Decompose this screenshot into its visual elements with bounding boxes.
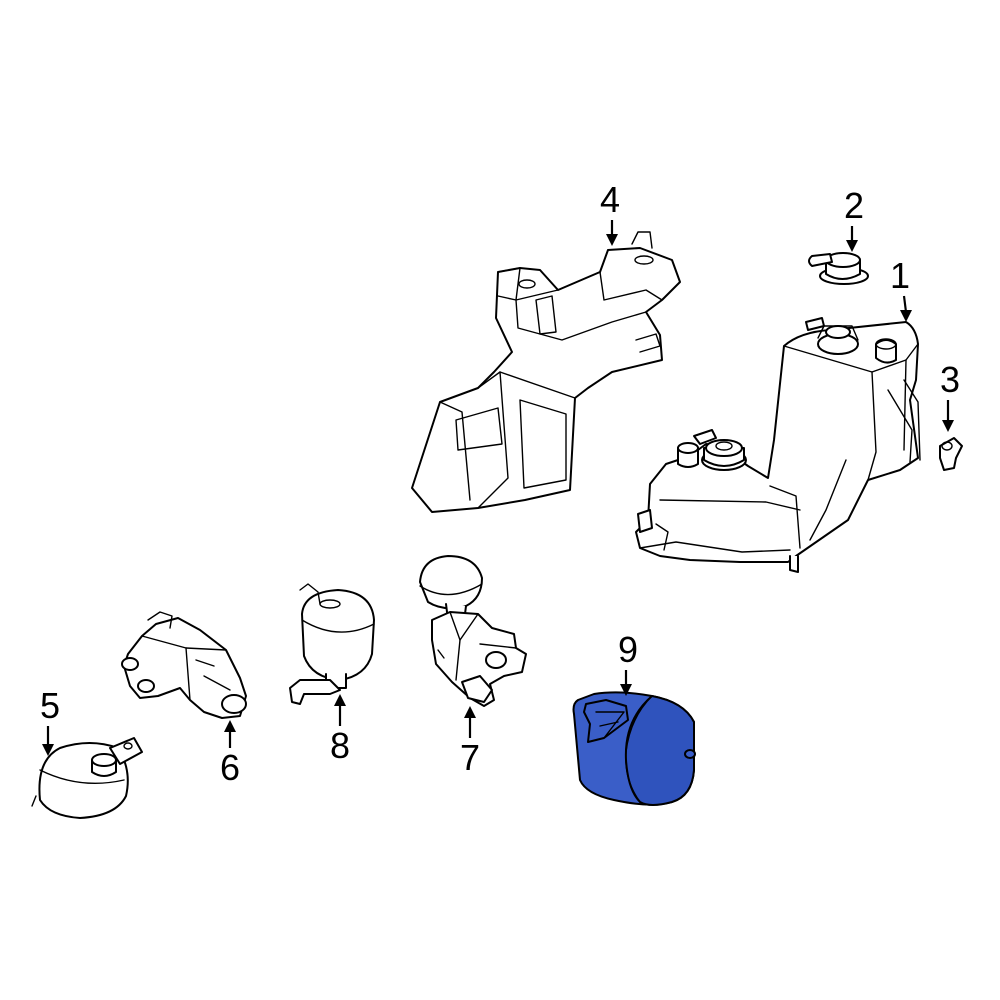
callout-8: 8 [330, 694, 350, 766]
svg-text:3: 3 [940, 359, 960, 400]
svg-text:1: 1 [890, 255, 910, 296]
svg-text:4: 4 [600, 179, 620, 220]
part-3-clip[interactable] [939, 437, 963, 471]
part-9-canister[interactable] [572, 691, 696, 806]
part-4-bracket[interactable] [411, 231, 681, 513]
callout-6: 6 [220, 720, 240, 788]
callout-7: 7 [460, 706, 480, 778]
callout-3: 3 [940, 359, 960, 432]
svg-text:7: 7 [460, 737, 480, 778]
svg-text:6: 6 [220, 747, 240, 788]
svg-text:9: 9 [618, 629, 638, 670]
part-5-accumulator[interactable] [31, 737, 143, 819]
svg-text:8: 8 [330, 725, 350, 766]
part-6-valve-block[interactable] [121, 611, 247, 719]
callout-9: 9 [618, 629, 638, 696]
callout-1: 1 [890, 255, 912, 322]
callout-5: 5 [40, 685, 60, 756]
part-7-pump[interactable] [419, 555, 527, 707]
svg-text:5: 5 [40, 685, 60, 726]
part-2-cap[interactable] [808, 252, 869, 285]
part-8-sphere[interactable] [289, 583, 375, 705]
svg-text:2: 2 [844, 185, 864, 226]
part-1-reservoir[interactable] [635, 317, 921, 573]
callout-4: 4 [600, 179, 620, 246]
callout-2: 2 [844, 185, 864, 252]
